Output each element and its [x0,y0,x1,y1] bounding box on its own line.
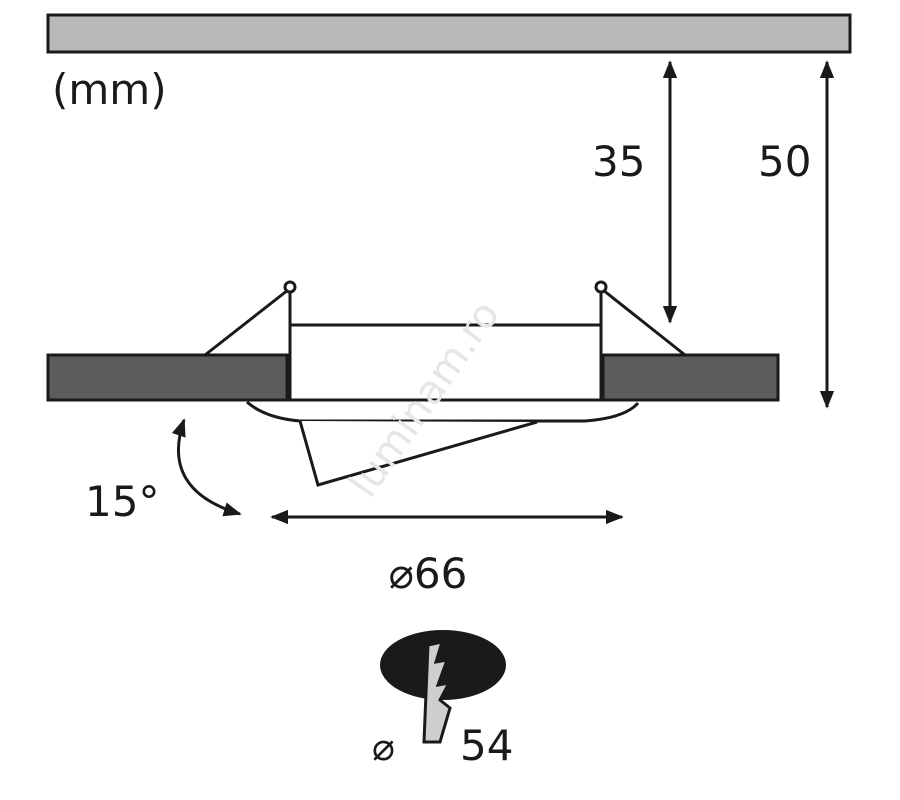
right-panel [601,353,780,402]
depth-label: 35 [592,137,645,186]
cutout-diameter-symbol: ⌀ [372,725,395,769]
drill-bit-icon [422,640,452,744]
diameter-label: ⌀66 [389,549,468,598]
tilt-arrow [171,418,242,517]
ceiling-bar [46,13,852,54]
height-label: 50 [758,137,811,186]
units-label: (mm) [52,65,167,114]
left-panel [46,353,289,402]
fixture [204,280,686,487]
tilt-label: 15° [85,477,159,526]
cutout-diameter-label: 54 [460,721,513,770]
